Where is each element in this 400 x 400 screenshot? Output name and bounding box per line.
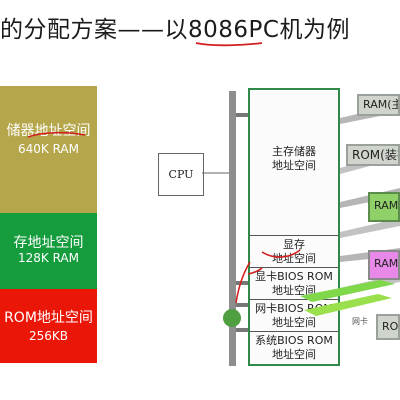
video-memory-label: 存地址空间 (13, 235, 84, 251)
network-bios-segment: 网卡BIOS ROM 地址空间 (250, 300, 338, 332)
page-title: 的分配方案——以8086PC机为例 (0, 17, 350, 43)
ram-main-box: RAM(主 (357, 94, 400, 116)
network-card-label: 网卡 (352, 317, 368, 326)
video-bios-segment: 显卡BIOS ROM 地址空间 (250, 268, 338, 300)
segment-line1: 显卡BIOS ROM (255, 270, 333, 283)
segment-line1: 网卡BIOS ROM (255, 302, 333, 315)
address-space-column: 主存储器 地址空间 显存 地址空间 显卡BIOS ROM 地址空间 网卡BIOS… (248, 88, 340, 366)
rom-box-bottom: ROM (376, 314, 400, 340)
rom-size: 256KB (28, 329, 68, 343)
main-memory-segment: 主存储器 地址空间 (250, 90, 338, 236)
segment-line2: 地址空间 (272, 159, 316, 172)
rom-installed-box: ROM(装在 (346, 144, 400, 166)
main-memory-size: 640K RAM (17, 142, 79, 156)
system-bus (229, 91, 236, 366)
rom-label: ROM地址空间 (4, 310, 93, 326)
video-memory-block: 存地址空间 128K RAM (0, 213, 97, 289)
main-memory-label: 储器地址空间 (6, 123, 91, 139)
system-bios-segment: 系统BIOS ROM 地址空间 (250, 332, 338, 364)
cpu-box: CPU (158, 153, 204, 196)
ram-box-green: RAM (368, 192, 400, 222)
segment-line1: 系统BIOS ROM (255, 334, 333, 347)
main-memory-block: 储器地址空间 640K RAM (0, 86, 97, 213)
ram-box-pink: RAM (368, 250, 400, 280)
video-memory-size: 128K RAM (17, 251, 79, 265)
rom-block: ROM地址空间 256KB (0, 289, 97, 363)
segment-line2: 地址空间 (272, 348, 316, 361)
segment-line1: 主存储器 (272, 145, 316, 158)
segment-line2: 地址空间 (272, 252, 316, 265)
segment-line2: 地址空间 (272, 316, 316, 329)
segment-line2: 地址空间 (272, 284, 316, 297)
segment-line1: 显存 (283, 238, 305, 251)
video-memory-segment: 显存 地址空间 (250, 236, 338, 268)
